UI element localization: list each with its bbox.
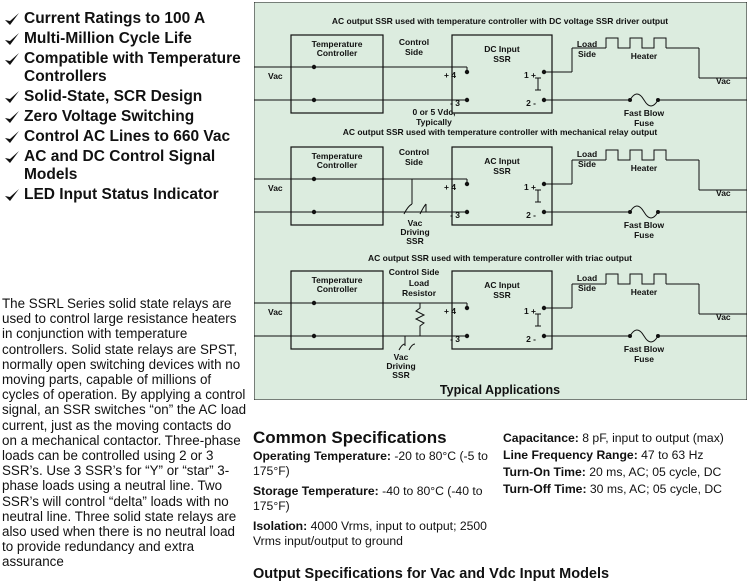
svg-text:1 +: 1 + [524,70,536,80]
diagram-caption: Typical Applications [440,383,560,397]
panel-2-title: AC output SSR used with temperature cont… [343,127,658,137]
svg-text:Vac: Vac [268,71,283,81]
diagram-labels: AC output SSR used with temperature cont… [268,16,731,380]
svg-text:Vac: Vac [716,188,731,198]
svg-text:Vac: Vac [716,312,731,322]
panel-mechanical-relay [254,146,747,226]
checkmark-icon [5,189,19,201]
checkmark-icon [5,111,19,123]
checkmark-icon [5,131,19,143]
feature-list: Current Ratings to 100 A Multi-Million C… [2,10,242,206]
svg-text:Heater: Heater [631,163,658,173]
feature-item: LED Input Status Indicator [2,186,242,204]
spec-line-frequency: Line Frequency Range: 47 to 63 Hz [503,448,704,462]
checkmark-icon [5,91,19,103]
intro-paragraph: The SSRL Series solid state relays are u… [2,296,247,570]
feature-item: Zero Voltage Switching [2,108,242,126]
svg-text:Vac: Vac [268,183,283,193]
specs-right-column: Capacitance: 8 pF, input to output (max)… [503,430,750,498]
svg-text:- 3: - 3 [450,98,460,108]
svg-text:Vac: Vac [268,307,283,317]
spec-operating-temperature: Operating Temperature: -20 to 80°C (-5 t… [253,449,488,478]
spec-storage-temperature: Storage Temperature: -40 to 80°C (-40 to… [253,484,483,513]
spec-turn-off-time: Turn-Off Time: 30 ms, AC; 05 cycle, DC [503,482,722,496]
svg-text:2 -: 2 - [526,210,536,220]
panel-1-title: AC output SSR used with temperature cont… [332,16,668,26]
checkmark-icon [5,151,19,163]
svg-text:2 -: 2 - [526,98,536,108]
feature-item: Solid-State, SCR Design [2,88,242,106]
feature-item: Control AC Lines to 660 Vac [2,128,242,146]
svg-text:- 3: - 3 [450,210,460,220]
specs-title: Common Specifications [253,428,447,447]
checkmark-icon [5,53,19,65]
panel-dc-driver [254,34,747,114]
svg-text:+ 4: + 4 [444,306,456,316]
svg-text:2 -: 2 - [526,334,536,344]
checkmark-icon [5,13,19,25]
spec-capacitance: Capacitance: 8 pF, input to output (max) [503,431,724,445]
feature-item: Current Ratings to 100 A [2,10,242,28]
feature-item: Compatible with Temperature Controllers [2,50,242,86]
specs-left-column: Operating Temperature: -20 to 80°C (-5 t… [253,449,503,554]
checkmark-icon [5,33,19,45]
panel-3-title: AC output SSR used with temperature cont… [368,253,632,263]
panel-triac [254,270,747,351]
spec-isolation: Isolation: 4000 Vrms, input to output; 2… [253,519,487,548]
svg-text:- 3: - 3 [450,334,460,344]
svg-text:Control Side: Control Side [389,267,440,277]
typical-applications-diagram: AC output SSR used with temperature cont… [254,2,747,400]
svg-text:+ 4: + 4 [444,182,456,192]
feature-item: AC and DC Control Signal Models [2,148,242,184]
vdc-note-label: 0 or 5 Vdc,Typically [413,107,456,127]
svg-text:1 +: 1 + [524,306,536,316]
svg-text:+ 4: + 4 [444,70,456,80]
svg-text:Heater: Heater [631,287,658,297]
spec-turn-on-time: Turn-On Time: 20 ms, AC; 05 cycle, DC [503,465,722,479]
svg-text:Heater: Heater [631,51,658,61]
output-specifications-title: Output Specifications for Vac and Vdc In… [253,566,610,582]
diagram-background [254,2,747,400]
svg-text:1 +: 1 + [524,182,536,192]
common-specifications: Common Specifications Operating Temperat… [253,428,750,548]
svg-text:Vac: Vac [716,76,731,86]
feature-item: Multi-Million Cycle Life [2,30,242,48]
wiring-diagram-svg: AC output SSR used with temperature cont… [254,2,747,400]
